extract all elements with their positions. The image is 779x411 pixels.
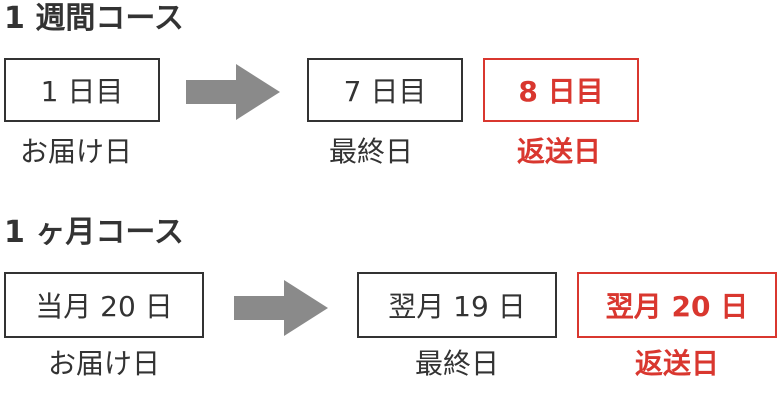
week-last-box: 7 日目 — [307, 58, 463, 122]
month-start-box: 当月 20 日 — [4, 272, 204, 338]
week-arrow-icon — [186, 64, 280, 120]
month-start-caption: お届け日 — [47, 347, 160, 380]
month-last-box: 翌月 19 日 — [357, 272, 557, 338]
month-return-caption: 返送日 — [634, 347, 719, 380]
month-return-box: 翌月 20 日 — [577, 272, 777, 338]
week-return-caption: 返送日 — [517, 135, 602, 168]
month-last-caption: 最終日 — [414, 347, 499, 380]
week-start-caption: お届け日 — [20, 135, 133, 168]
week-start-box: 1 日目 — [4, 58, 160, 122]
week-course-title: 1 週間コース — [4, 1, 184, 36]
month-arrow-icon — [234, 280, 328, 336]
week-last-caption: 最終日 — [328, 135, 413, 168]
month-course-title: 1 ヶ月コース — [4, 215, 184, 250]
week-return-box: 8 日目 — [483, 58, 639, 122]
